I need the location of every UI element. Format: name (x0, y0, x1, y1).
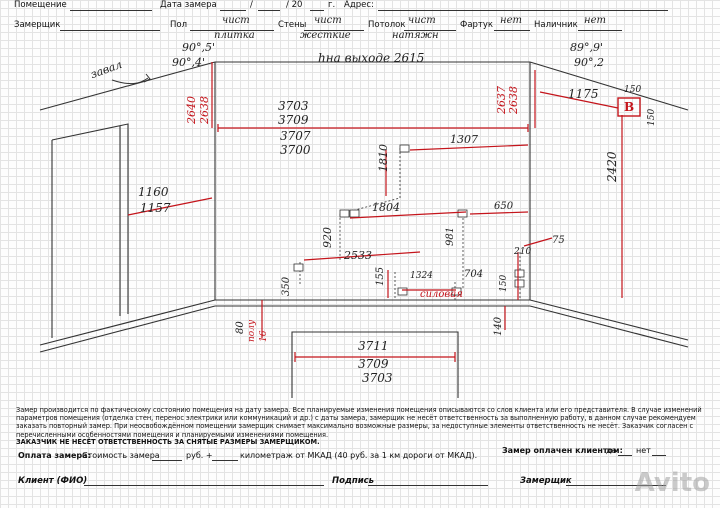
power-label: силовая (420, 289, 463, 300)
left-floor-line (39, 299, 216, 346)
top-width-3: 3707 (280, 129, 311, 143)
dim-1160: 1160 (138, 185, 169, 199)
sill-value: нет (584, 15, 606, 26)
dim-1804: 1804 (372, 201, 400, 214)
floor-16: 16 (259, 330, 269, 342)
measurer-label: Замерщик (14, 20, 61, 30)
floor-value: чист (222, 15, 250, 26)
rub-plus: руб. + (186, 451, 213, 460)
left-wall-top-line (39, 61, 216, 111)
height-note: hна выходе 2615 (318, 51, 425, 65)
walls-label: Стены (278, 20, 307, 30)
angle-right-bottom: 90°,2 (574, 56, 604, 69)
floor-label: Пол (170, 20, 188, 30)
dim-981: 981 (445, 226, 456, 246)
date-label: Дата замера (160, 0, 217, 10)
right-height-1: 2637 (495, 86, 508, 114)
left-floor-line-2 (39, 305, 216, 353)
customer-note: ЗАКАЗЧИК НЕ НЕСЁТ ОТВЕТСТВЕННОСТЬ ЗА СНЯ… (16, 438, 320, 446)
year-label: / 20 (286, 0, 303, 10)
walls-value: чист (314, 15, 342, 26)
ceiling-value-2: натяжн (392, 30, 439, 41)
dim-210: 210 (514, 247, 532, 257)
floor-80: 80 (235, 321, 246, 334)
bottom-width-2: 3709 (358, 357, 389, 371)
bottom-rect (291, 331, 459, 398)
angle-right-top: 89°,9' (570, 41, 604, 54)
box-b-label: B (624, 100, 635, 114)
floor-poly: полу (247, 319, 257, 342)
paid-label: Замер оплачен клиентом: (502, 446, 623, 455)
dim-1324: 1324 (410, 271, 433, 281)
right-wall-top-line (529, 61, 689, 111)
doorway (51, 123, 129, 338)
apron-label: Фартук (460, 20, 494, 30)
top-width-4: 3700 (280, 143, 311, 157)
date-separator: / (250, 0, 253, 10)
bottom-width-3: 3703 (362, 371, 393, 385)
dim-704: 704 (464, 269, 484, 280)
paid-no: нет (636, 446, 651, 455)
sill-label: Наличник (534, 20, 578, 30)
disclaimer-text: Замер производится по фактическому состо… (16, 406, 702, 439)
dim-920: 920 (321, 227, 334, 248)
floor-value-2: плитка (214, 30, 255, 41)
signature-label: Подпись (332, 476, 375, 486)
dim-1307: 1307 (450, 133, 478, 146)
right-height-2: 2638 (507, 86, 520, 114)
angle-left-bottom: 90°,4' (172, 56, 206, 69)
dim-75: 75 (552, 235, 565, 246)
client-label: Клиент (ФИО) (18, 476, 88, 486)
payment-label: Оплата замера: (18, 451, 91, 460)
measurer-sign-label: Замерщик (520, 476, 572, 486)
avito-watermark: Avito (634, 468, 710, 498)
box-height: 150 (647, 108, 657, 126)
dim-350: 350 (281, 276, 292, 296)
km-text: километраж от МКАД (40 руб. за 1 км доро… (240, 451, 478, 460)
dim-1810: 1810 (377, 144, 390, 172)
cost-label: Стоимость замера (82, 451, 160, 460)
bottom-width-1: 3711 (358, 339, 389, 353)
right-floor-line-2 (529, 305, 689, 348)
top-width-1: 3703 (278, 99, 309, 113)
apron-value: нет (500, 15, 522, 26)
dim-1157: 1157 (140, 201, 171, 215)
box-b (617, 97, 641, 117)
top-width-2: 3709 (278, 113, 309, 127)
left-height-1: 2640 (185, 96, 198, 124)
left-height-2: 2638 (198, 96, 211, 124)
zaval-arrow (111, 77, 149, 85)
right-distance: 1175 (568, 87, 599, 101)
ceiling-label: Потолок (368, 20, 406, 30)
box-width: 150 (624, 85, 642, 95)
dim-650: 650 (494, 201, 514, 212)
angle-left-top: 90°,5' (182, 41, 216, 54)
dim-155: 155 (375, 266, 386, 286)
dim-140: 140 (493, 316, 504, 336)
paid-yes: да (606, 446, 617, 455)
walls-value-2: жесткие (300, 30, 351, 41)
address-label: Адрес: (344, 0, 374, 10)
dim-2533: 2533 (344, 249, 372, 262)
ceiling-value: чист (408, 15, 436, 26)
right-floor-line (529, 299, 689, 341)
year-suffix: г. (328, 0, 336, 10)
dim-150: 150 (499, 274, 509, 292)
right-height-2420: 2420 (605, 151, 619, 182)
room-label: Помещение (14, 0, 67, 10)
